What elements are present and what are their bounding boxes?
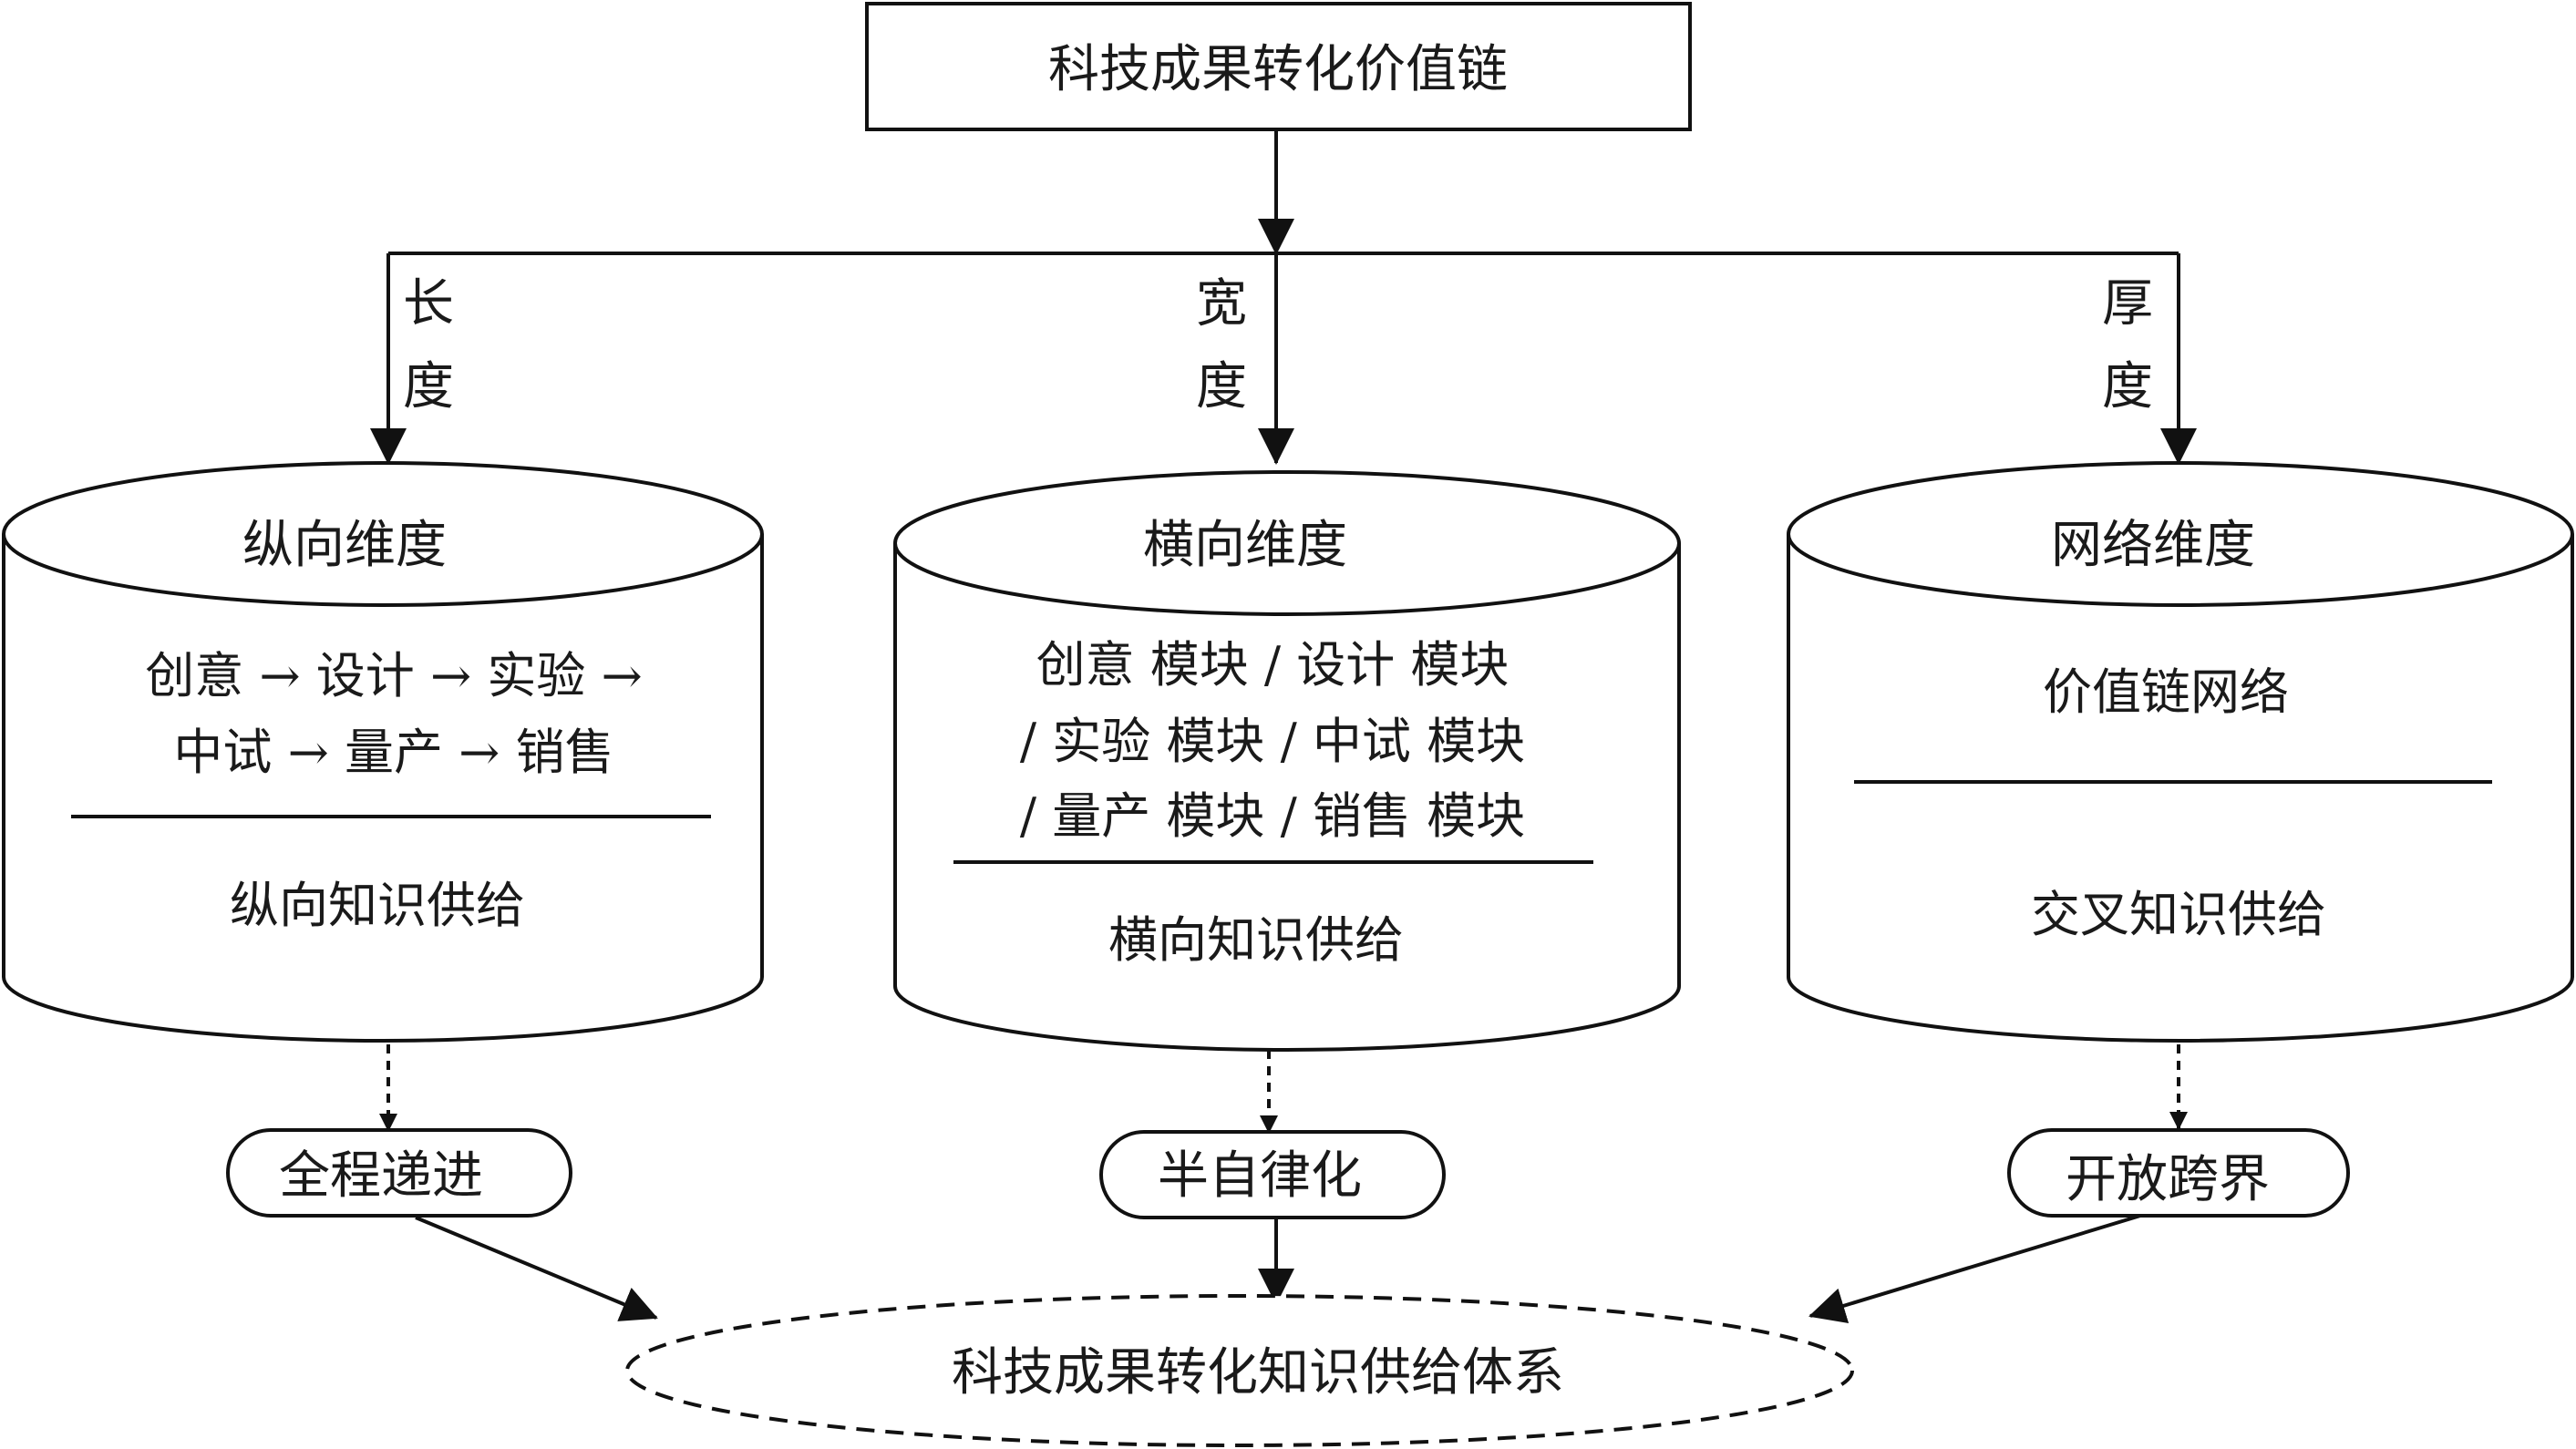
- top-connector: [370, 129, 2197, 465]
- cylinder-horizontal-header: 横向维度: [1143, 516, 1347, 575]
- pill-semi-autonomous: 半自律化: [1099, 1130, 1446, 1219]
- pill-full-progression: 全程递进: [226, 1128, 572, 1218]
- bottom-ellipse: 科技成果转化知识供给体系: [625, 1294, 1854, 1447]
- bottom-ellipse-label: 科技成果转化知识供给体系: [952, 1343, 1564, 1403]
- cylinder-horizontal-body-line-3: / 量产 模块 / 销售 模块: [1020, 787, 1525, 845]
- cylinder-network-header: 网络维度: [2051, 516, 2255, 575]
- dimension-label-length: 长 度: [403, 274, 454, 416]
- bottom-arrows: [415, 1214, 2141, 1324]
- dimension-label-width-char-2: 度: [1196, 357, 1247, 416]
- pill-semi-autonomous-label: 半自律化: [1158, 1146, 1362, 1206]
- cylinder-vertical: 纵向维度 创意 → 设计 → 实验 → 中试 → 量产 → 销售 纵向知识供给: [1, 461, 764, 1043]
- cylinder-network: 网络维度 价值链网络 交叉知识供给: [1787, 461, 2574, 1043]
- dimension-label-thickness-char-1: 厚: [2102, 274, 2153, 334]
- pill-open-crossover: 开放跨界: [2007, 1128, 2350, 1218]
- top-box: 科技成果转化价值链: [865, 2, 1692, 131]
- dashed-connectors: [379, 1044, 2188, 1134]
- dimension-label-width: 宽 度: [1196, 274, 1247, 416]
- cylinder-network-footer: 交叉知识供给: [2031, 886, 2326, 943]
- cylinder-vertical-header: 纵向维度: [242, 516, 447, 575]
- cylinder-network-body-line-1: 价值链网络: [2043, 663, 2289, 721]
- cylinder-horizontal-body-line-1: 创意 模块 / 设计 模块: [1036, 636, 1510, 694]
- pill-open-crossover-label: 开放跨界: [2066, 1150, 2270, 1209]
- dimension-label-length-char-1: 长: [403, 274, 454, 334]
- dimension-label-width-char-1: 宽: [1196, 274, 1247, 334]
- cylinder-vertical-body-line-2: 中试 → 量产 → 销售: [173, 724, 613, 781]
- dimension-label-thickness: 厚 度: [2102, 274, 2153, 416]
- cylinder-vertical-body-line-1: 创意 → 设计 → 实验 →: [145, 647, 643, 704]
- pill-full-progression-label: 全程递进: [279, 1146, 483, 1206]
- dimension-label-length-char-2: 度: [403, 357, 454, 416]
- cylinder-vertical-footer: 纵向知识供给: [230, 877, 525, 934]
- top-box-label: 科技成果转化价值链: [1048, 40, 1508, 99]
- dimension-label-thickness-char-2: 度: [2102, 357, 2153, 416]
- cylinder-horizontal: 横向维度 创意 模块 / 设计 模块 / 实验 模块 / 中试 模块 / 量产 …: [893, 470, 1681, 1052]
- cylinder-horizontal-body-line-2: / 实验 模块 / 中试 模块: [1020, 713, 1525, 770]
- cylinder-horizontal-footer: 横向知识供给: [1108, 911, 1404, 969]
